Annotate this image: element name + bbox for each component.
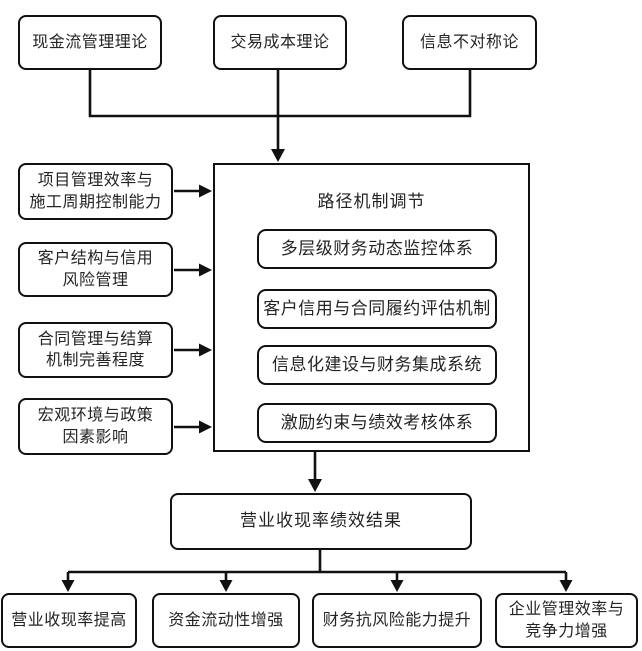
mechanism-item-label: 多层级财务动态监控体系 xyxy=(280,238,474,258)
factor1-arrowhead xyxy=(199,184,212,198)
mechanism-item-label: 客户信用与合同履约评估机制 xyxy=(263,298,491,318)
mechanism-item-label: 激励约束与绩效考核体系 xyxy=(280,412,474,432)
theory-box-label: 交易成本理论 xyxy=(230,33,330,51)
factor-box-contract-settlement: 合同管理与结算 机制完善程度 xyxy=(18,322,173,378)
outcome-box-label: 营业收现率提高 xyxy=(11,611,127,629)
outcome-box-label: 资金流动性增强 xyxy=(168,611,284,629)
arrowhead-into-mechanism xyxy=(271,149,285,162)
result-box-cash-collection-performance: 营业收现率绩效结果 xyxy=(170,493,472,550)
mechanism-item-label: 信息化建设与财务集成系统 xyxy=(272,354,482,374)
theory-box-label: 信息不对称论 xyxy=(419,33,519,51)
theory-box-label: 现金流管理理论 xyxy=(32,33,148,51)
arrowhead-into-result xyxy=(308,479,322,492)
factor3-arrowhead xyxy=(199,343,212,357)
outcome-box-label: 财务抗风险能力提升 xyxy=(322,611,472,629)
outcome1-arrowhead xyxy=(61,580,75,592)
mechanism-item-financial-monitoring: 多层级财务动态监控体系 xyxy=(257,229,497,269)
factor-box-label-line2: 风险管理 xyxy=(62,271,129,289)
outcome-box-management-competitiveness: 企业管理效率与 竞争力增强 xyxy=(495,593,638,648)
theory-box-cash-flow-management: 现金流管理理论 xyxy=(18,15,162,70)
outcome-box-risk-resistance-improvement: 财务抗风险能力提升 xyxy=(312,593,482,648)
outcome-box-collection-rate-increase: 营业收现率提高 xyxy=(1,593,137,648)
theory-box-transaction-cost: 交易成本理论 xyxy=(213,15,347,70)
factor-box-label-line1: 客户结构与信用 xyxy=(37,250,154,268)
factor2-arrowhead xyxy=(199,263,212,277)
mechanism-item-incentive-assessment: 激励约束与绩效考核体系 xyxy=(257,403,497,443)
factor-box-macro-environment-policy: 宏观环境与政策 因素影响 xyxy=(18,398,173,455)
outcome2-arrowhead xyxy=(219,580,233,592)
factor-box-label-line1: 项目管理效率与 xyxy=(37,172,154,190)
mechanism-item-credit-contract-evaluation: 客户信用与合同履约评估机制 xyxy=(257,289,497,329)
result-box-label: 营业收现率绩效结果 xyxy=(240,511,402,531)
factor-box-project-management-efficiency: 项目管理效率与 施工周期控制能力 xyxy=(18,163,173,220)
outcome-box-liquidity-enhancement: 资金流动性增强 xyxy=(152,593,300,648)
factor-box-label-line2: 因素影响 xyxy=(62,428,129,446)
mechanism-panel: 路径机制调节 多层级财务动态监控体系 客户信用与合同履约评估机制 信息化建设与财… xyxy=(213,163,530,452)
factor-box-customer-credit-risk: 客户结构与信用 风险管理 xyxy=(18,242,173,297)
outcome-box-label-line1: 企业管理效率与 xyxy=(508,601,625,619)
outcome3-arrowhead xyxy=(390,580,404,592)
factor-box-label-line2: 施工周期控制能力 xyxy=(29,193,162,211)
theory-box-information-asymmetry: 信息不对称论 xyxy=(402,15,537,70)
top-bus-line xyxy=(88,70,472,118)
factor4-arrowhead xyxy=(199,420,212,434)
mechanism-item-information-integration: 信息化建设与财务集成系统 xyxy=(257,345,497,385)
outcome4-arrowhead xyxy=(559,580,573,592)
factor-box-label-line1: 宏观环境与政策 xyxy=(37,407,154,425)
factor-box-label-line1: 合同管理与结算 xyxy=(37,330,154,348)
outcome-box-label-line2: 竞争力增强 xyxy=(525,622,608,640)
factor-box-label-line2: 机制完善程度 xyxy=(45,352,145,369)
mechanism-title: 路径机制调节 xyxy=(317,192,426,211)
